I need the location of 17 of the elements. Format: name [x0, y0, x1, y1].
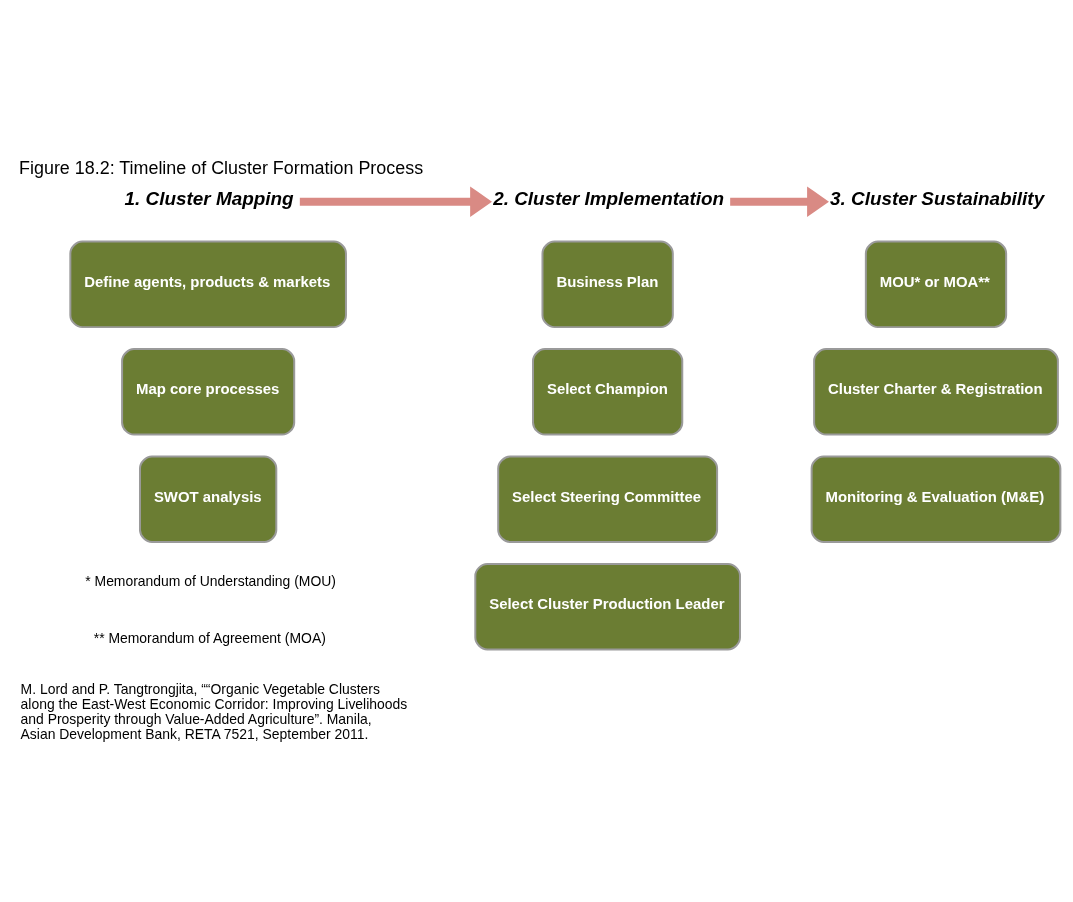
node-box: Define agents, products & markets [69, 240, 347, 328]
node-box: Select Champion [532, 347, 684, 436]
node-text: 3. Cluster Sustainability [830, 187, 1045, 209]
label: * Memorandum of Understanding (MOU) [85, 572, 336, 589]
node-box: Monitoring & Evaluation (M&E) [810, 455, 1062, 543]
label: ** Memorandum of Agreement (MOA) [93, 629, 326, 646]
label: M. Lord and P. Tangtrongjita, ““Organic Vegetable Clusters along the East-West Economic Corridor: Improving Livelihoods and Prosperity through Value-Added Agriculture”. Manila, Asian Development Bank, RETA 7521, September 2011. [20, 680, 408, 742]
node-box: MOU* or MOA** [864, 240, 1008, 328]
node-box: Select Cluster Production Leader [474, 562, 741, 650]
node-text: 2. Cluster Implementation [493, 187, 725, 209]
node-box: Map core processes [121, 347, 296, 436]
diagram-title: Figure 18.2: Timeline of Cluster Formation Process [19, 157, 424, 178]
node-box: Business Plan [541, 240, 674, 328]
node-box: Cluster Charter & Registration [813, 347, 1059, 436]
node-text: 1. Cluster Mapping [124, 187, 294, 209]
node-box: SWOT analysis [139, 455, 278, 543]
node-box: Select Steering Committee [497, 455, 719, 543]
